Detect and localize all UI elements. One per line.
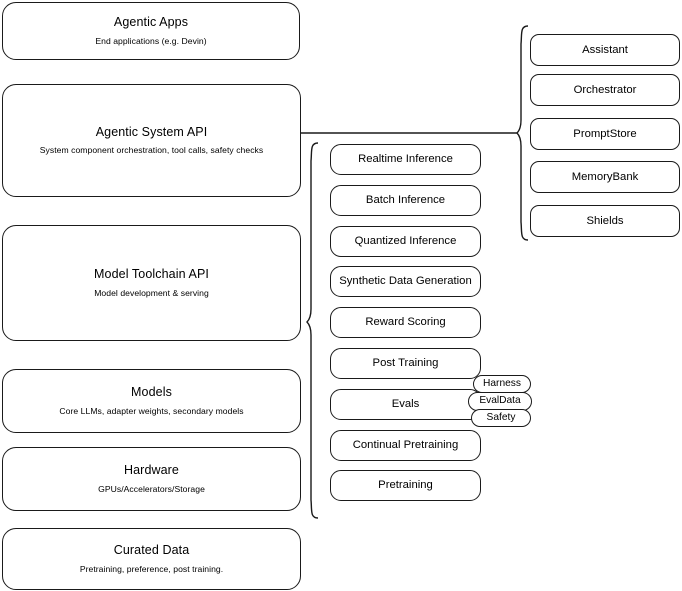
layer-title: Agentic Apps [113, 15, 189, 30]
system-component-label: MemoryBank [571, 170, 639, 183]
system-component-memorybank[interactable]: MemoryBank [530, 161, 680, 193]
component-quantized-inference[interactable]: Quantized Inference [330, 226, 481, 257]
system-component-label: Assistant [582, 43, 628, 56]
layer-models[interactable]: Models Core LLMs, adapter weights, secon… [2, 369, 301, 433]
layer-model-toolchain-api[interactable]: Model Toolchain API Model development & … [2, 225, 301, 341]
layer-subtitle: System component orchestration, tool cal… [39, 145, 264, 156]
layer-curated-data[interactable]: Curated Data Pretraining, preference, po… [2, 528, 301, 590]
component-batch-inference[interactable]: Batch Inference [330, 185, 481, 216]
component-label: Evals [391, 398, 420, 411]
layer-title: Agentic System API [95, 124, 208, 139]
layer-subtitle: Pretraining, preference, post training. [79, 563, 224, 574]
component-realtime-inference[interactable]: Realtime Inference [330, 144, 481, 175]
layer-agentic-system-api[interactable]: Agentic System API System component orch… [2, 84, 301, 197]
component-label: Batch Inference [365, 194, 446, 207]
component-reward-scoring[interactable]: Reward Scoring [330, 307, 481, 338]
layer-subtitle: End applications (e.g. Devin) [95, 35, 207, 46]
system-component-label: PromptStore [573, 127, 637, 140]
layer-subtitle: Core LLMs, adapter weights, secondary mo… [59, 405, 244, 416]
system-component-label: Orchestrator [573, 83, 637, 96]
component-label: Post Training [372, 357, 439, 370]
layer-title: Hardware [124, 463, 179, 478]
pill-label: EvalData [479, 395, 521, 407]
evals-subcomponent-safety[interactable]: Safety [471, 409, 531, 427]
component-label: Pretraining [378, 479, 433, 492]
component-post-training[interactable]: Post Training [330, 348, 481, 379]
layer-title: Curated Data [113, 543, 190, 558]
component-continual-pretraining[interactable]: Continual Pretraining [330, 430, 481, 461]
component-synthetic-data-generation[interactable]: Synthetic Data Generation [330, 266, 481, 297]
component-label: Synthetic Data Generation [339, 275, 472, 288]
layer-title: Models [131, 385, 172, 400]
component-label: Reward Scoring [365, 316, 446, 329]
layer-subtitle: Model development & serving [94, 287, 209, 298]
component-pretraining[interactable]: Pretraining [330, 470, 481, 501]
brace-model-toolchain-components [306, 142, 319, 519]
pill-label: Harness [483, 377, 521, 389]
evals-subcomponent-harness[interactable]: Harness [473, 375, 531, 393]
system-component-label: Shields [586, 214, 624, 227]
system-component-promptstore[interactable]: PromptStore [530, 118, 680, 150]
brace-agentic-system-components [516, 25, 529, 241]
system-component-assistant[interactable]: Assistant [530, 34, 680, 66]
component-label: Quantized Inference [354, 235, 457, 248]
component-evals[interactable]: Evals [330, 389, 481, 420]
layer-title: Model Toolchain API [94, 267, 209, 282]
component-label: Realtime Inference [358, 153, 453, 166]
layer-agentic-apps[interactable]: Agentic Apps End applications (e.g. Devi… [2, 2, 300, 60]
pill-label: Safety [486, 411, 516, 423]
system-component-shields[interactable]: Shields [530, 205, 680, 237]
layer-subtitle: GPUs/Accelerators/Storage [98, 483, 205, 494]
system-component-orchestrator[interactable]: Orchestrator [530, 74, 680, 106]
component-label: Continual Pretraining [352, 439, 459, 452]
layer-hardware[interactable]: Hardware GPUs/Accelerators/Storage [2, 447, 301, 511]
